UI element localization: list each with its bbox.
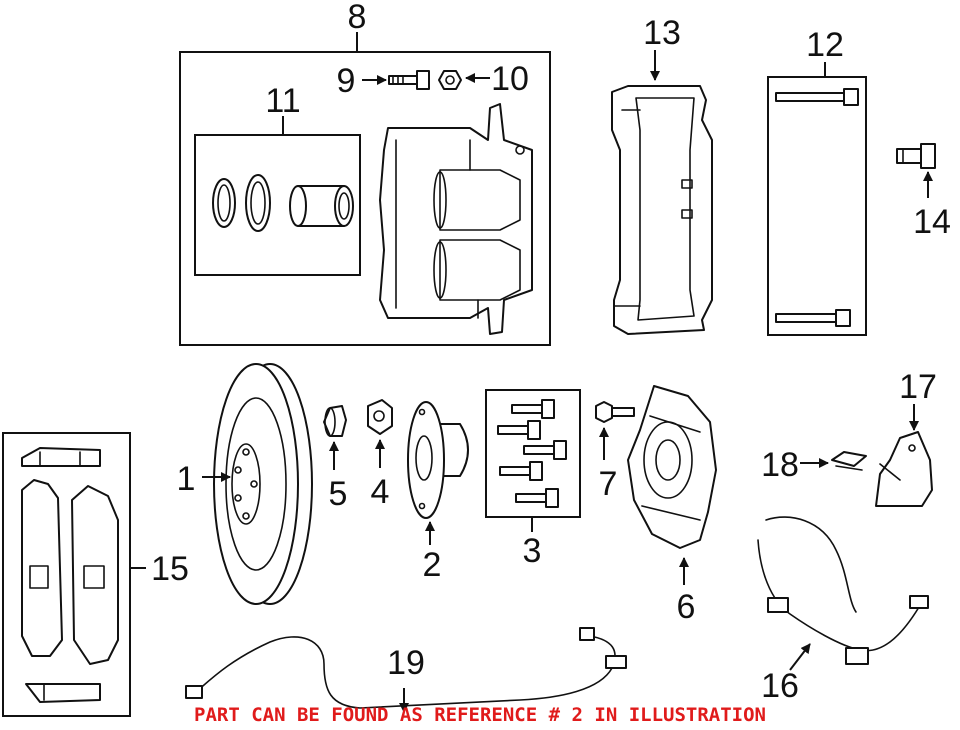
splash-shield xyxy=(627,385,717,549)
callout-15: 15 xyxy=(151,550,189,588)
hub-bolt xyxy=(511,399,555,419)
callout-5: 5 xyxy=(329,475,348,513)
callout-14: 14 xyxy=(913,203,951,241)
pad-clip-upper xyxy=(21,447,101,467)
wear-sensor-wire xyxy=(185,627,627,709)
callout-2: 2 xyxy=(423,546,442,584)
outer-brake-pad xyxy=(71,485,119,665)
hub-bearing xyxy=(407,401,469,519)
callout-11: 11 xyxy=(265,82,300,120)
reference-note: PART CAN BE FOUND AS REFERENCE # 2 IN IL… xyxy=(194,704,766,726)
callout-10: 10 xyxy=(491,60,529,98)
callout-12: 12 xyxy=(806,26,844,64)
dust-cap xyxy=(323,405,347,437)
hub-nut xyxy=(367,399,393,435)
callout-16: 16 xyxy=(761,667,799,705)
bracket-bolt-14 xyxy=(896,143,936,169)
pad-clip-lower xyxy=(25,683,101,703)
inner-brake-pad xyxy=(21,479,63,657)
hub-bolt xyxy=(499,461,543,481)
callout-13: 13 xyxy=(643,14,681,52)
caliper-assembly-group: 8 11 9 10 xyxy=(179,0,551,346)
callout-9: 9 xyxy=(337,62,356,100)
guide-pin-kit-group: 12 xyxy=(767,26,867,336)
callout-17: 17 xyxy=(899,368,937,406)
caliper-group-box xyxy=(179,51,551,346)
brake-rotor xyxy=(213,363,313,605)
hub-bolt xyxy=(497,420,541,440)
caliper-nut-10 xyxy=(438,70,462,90)
guide-pin-upper xyxy=(775,88,859,106)
caliper-housing xyxy=(379,103,533,335)
brake-pad-set-group: 15 xyxy=(2,432,189,717)
guide-pin-box xyxy=(767,76,867,336)
callout-4: 4 xyxy=(371,473,390,511)
callout-18: 18 xyxy=(761,446,799,484)
callout-1: 1 xyxy=(177,460,196,498)
guide-pin-lower xyxy=(775,309,851,327)
callout-6: 6 xyxy=(677,588,696,626)
seal-kit-box xyxy=(194,134,361,276)
callout-16-leader xyxy=(789,643,811,671)
brake-pad-box xyxy=(2,432,131,717)
caliper-bolt-9 xyxy=(388,70,430,90)
shield-bolt xyxy=(595,401,635,423)
hub-bolt xyxy=(515,488,559,508)
caliper-bracket xyxy=(611,85,713,335)
callout-19: 19 xyxy=(387,644,425,682)
hub-bolt-set-group: 3 xyxy=(485,389,581,570)
callout-8: 8 xyxy=(348,0,367,36)
sensor-clip xyxy=(831,451,867,471)
piston-seal-kit xyxy=(212,174,354,232)
callout-3: 3 xyxy=(523,532,542,570)
brake-hose xyxy=(757,516,929,665)
hub-bolt xyxy=(523,440,567,460)
sensor-bracket xyxy=(875,431,933,507)
callout-7: 7 xyxy=(599,465,618,503)
